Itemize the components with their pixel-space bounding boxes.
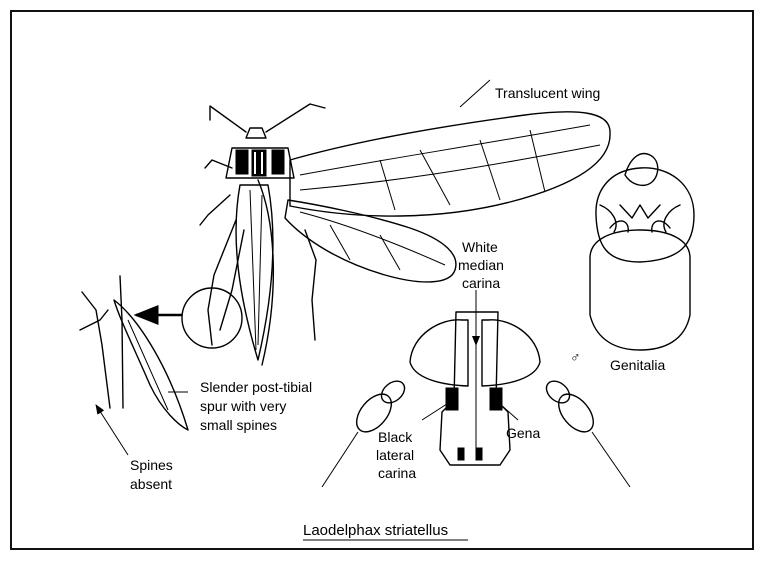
wing-pointer	[460, 80, 490, 107]
hind-tibia-detail	[80, 276, 188, 430]
label-gena: Gena	[506, 425, 540, 441]
lateral-carina-pointer	[422, 402, 450, 420]
gena-pointer	[500, 404, 518, 420]
label-carina-upper: carina	[462, 275, 500, 291]
label-spur-line2: spur with very	[200, 398, 286, 414]
label-black: Black	[378, 429, 413, 445]
right-wing-drawing	[290, 112, 610, 216]
spines-pointer	[96, 405, 128, 455]
label-spur-line3: small spines	[200, 417, 277, 433]
male-symbol: ♂	[570, 349, 581, 365]
hind-wing-drawing	[285, 200, 456, 282]
genitalia-drawing	[590, 154, 694, 350]
label-lateral: lateral	[376, 447, 414, 463]
label-spines: Spines	[130, 457, 173, 473]
label-absent: absent	[130, 476, 172, 492]
label-translucent-wing: Translucent wing	[495, 85, 600, 101]
label-median: median	[458, 257, 504, 273]
label-genitalia: Genitalia	[610, 357, 665, 373]
label-white: White	[462, 239, 498, 255]
label-carina-lower: carina	[378, 465, 416, 481]
planthopper-body-drawing	[200, 104, 610, 365]
label-spur-line1: Slender post-tibial	[200, 379, 312, 395]
species-name: Laodelphax striatellus	[303, 522, 448, 539]
